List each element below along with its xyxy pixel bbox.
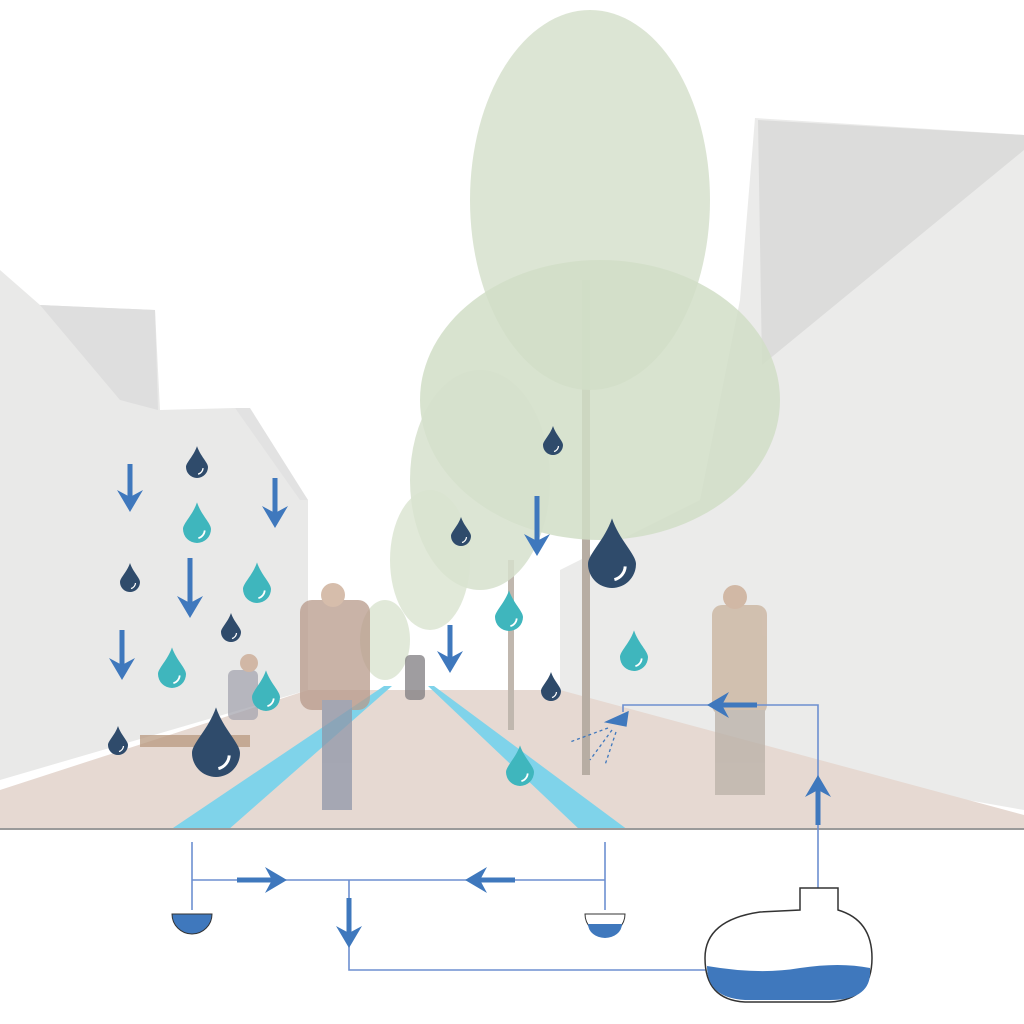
collection-basin-right (584, 913, 626, 938)
arrow-right-icon (237, 867, 287, 893)
collection-basin-left (171, 913, 213, 935)
arrow-down-icon (437, 625, 463, 673)
building-left (0, 270, 308, 780)
arrow-left-icon (707, 692, 757, 718)
arrow-down-icon (117, 464, 143, 512)
cyclist (300, 600, 370, 710)
people (140, 583, 767, 810)
arrow-left-icon (465, 867, 515, 893)
drain-channel-right (428, 686, 628, 830)
building-right (560, 118, 1024, 810)
arrow-down-icon (524, 496, 550, 556)
sprinkler-icon (569, 710, 629, 766)
arrow-up-icon (805, 775, 831, 825)
storage-tank-icon (704, 887, 873, 1003)
arrow-down-icon (262, 478, 288, 528)
arrow-down-icon (336, 898, 362, 948)
arrow-down-icon (109, 630, 135, 680)
tree (360, 10, 780, 775)
pedestrian (712, 605, 767, 715)
arrow-down-icon (177, 558, 203, 618)
